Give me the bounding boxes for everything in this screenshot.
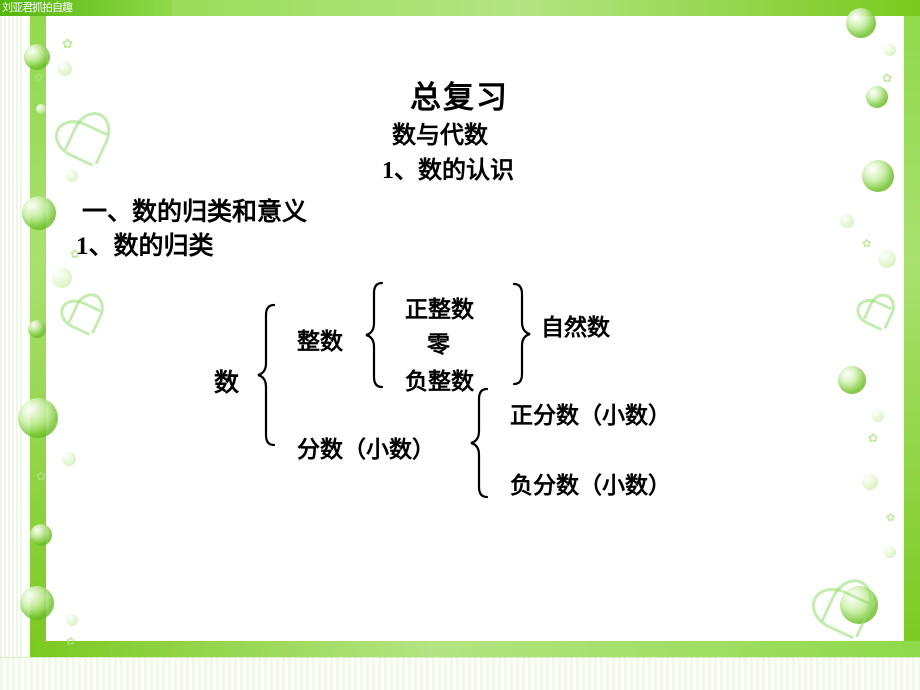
bubble-icon	[866, 86, 888, 108]
bubble-icon	[884, 44, 896, 56]
tree-group-natural-number: 自然数	[541, 315, 610, 340]
flower-icon: ✿	[66, 635, 76, 648]
bubble-icon	[878, 250, 896, 268]
slide-title: 总复习	[410, 80, 509, 115]
bubble-icon	[18, 398, 58, 438]
flower-icon: ✿	[36, 469, 47, 483]
slide-subtitle-1: 数与代数	[392, 123, 488, 149]
flower-icon: ✿	[62, 37, 73, 52]
flower-icon: ✿	[34, 71, 44, 84]
flower-icon: ✿	[862, 237, 872, 250]
bubble-icon	[36, 104, 46, 114]
bubble-icon	[840, 214, 854, 228]
left-striped-band	[0, 0, 23, 690]
tree-leaf-zero: 零	[427, 332, 450, 357]
bubble-icon	[66, 614, 78, 626]
flower-icon: ✿	[886, 511, 896, 524]
bubble-icon	[52, 268, 72, 288]
bubble-icon	[846, 8, 876, 38]
section-heading-1: 一、数的归类和意义	[82, 199, 308, 226]
slide-subtitle-2: 1、数的认识	[382, 158, 514, 184]
bubble-icon	[62, 452, 76, 466]
tree-node-fraction: 分数（小数）	[297, 437, 435, 462]
tree-root-label: 数	[214, 370, 240, 397]
bubble-icon	[862, 474, 878, 490]
bubble-icon	[884, 546, 896, 558]
frame-bottom-edge	[30, 641, 920, 657]
bubble-icon	[58, 62, 72, 76]
tree-leaf-negative-integer: 负整数	[405, 369, 474, 394]
tree-leaf-positive-integer: 正整数	[405, 297, 474, 322]
bubble-icon	[872, 410, 884, 422]
bottom-striped-band	[0, 657, 920, 690]
tree-leaf-positive-fraction: 正分数（小数）	[510, 403, 671, 428]
section-heading-2: 1、数的归类	[76, 233, 214, 260]
flower-icon: ✿	[882, 71, 893, 85]
tree-node-integer: 整数	[297, 329, 343, 354]
slide-content-area	[46, 16, 904, 641]
tree-leaf-negative-fraction: 负分数（小数）	[510, 473, 671, 498]
watermark-tag: 刘亚君抓拍自趣	[0, 0, 172, 16]
bubble-icon	[24, 44, 50, 70]
bubble-icon	[28, 320, 46, 338]
left-white-gap	[22, 0, 30, 690]
flower-icon: ✿	[868, 431, 879, 445]
bubble-icon	[838, 366, 866, 394]
bubble-icon	[22, 196, 56, 230]
frame-top-edge	[30, 0, 920, 16]
frame-right-edge	[904, 0, 920, 657]
bubble-icon	[20, 586, 54, 620]
bubble-icon	[862, 160, 894, 192]
flower-icon: ✿	[70, 247, 81, 261]
bubble-icon	[30, 524, 52, 546]
